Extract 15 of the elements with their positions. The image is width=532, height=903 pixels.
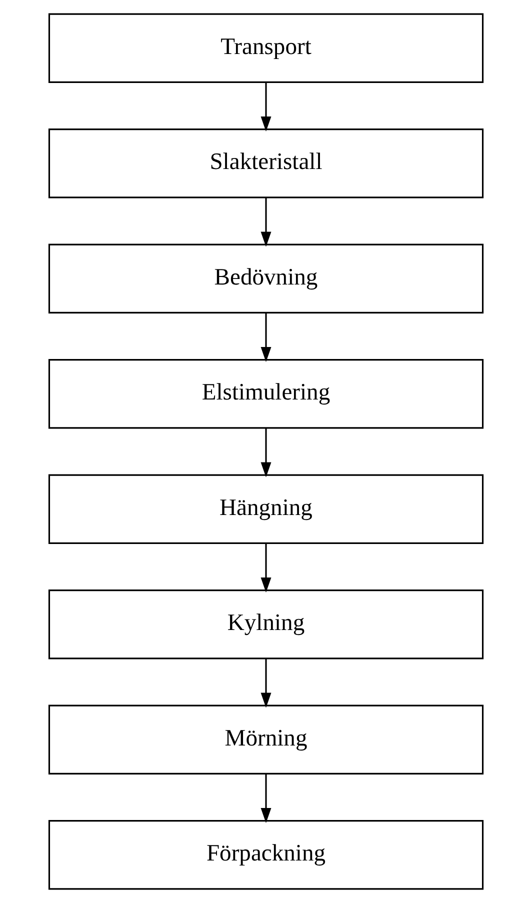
node-box: Mörning [48,704,484,774]
arrow [260,658,272,708]
arrow [260,82,272,132]
node-box: Hängning [48,474,484,544]
node-box: Elstimulering [48,359,484,429]
node-box: Transport [48,13,484,83]
arrow [260,428,272,478]
arrow [260,198,272,247]
arrow [260,544,272,592]
arrow [260,313,272,362]
node-box: Bedövning [48,244,484,314]
node-box: Förpackning [48,820,484,890]
node-box: Kylning [48,590,484,660]
arrow [260,774,272,824]
node-box: Slakteristall [48,128,484,198]
